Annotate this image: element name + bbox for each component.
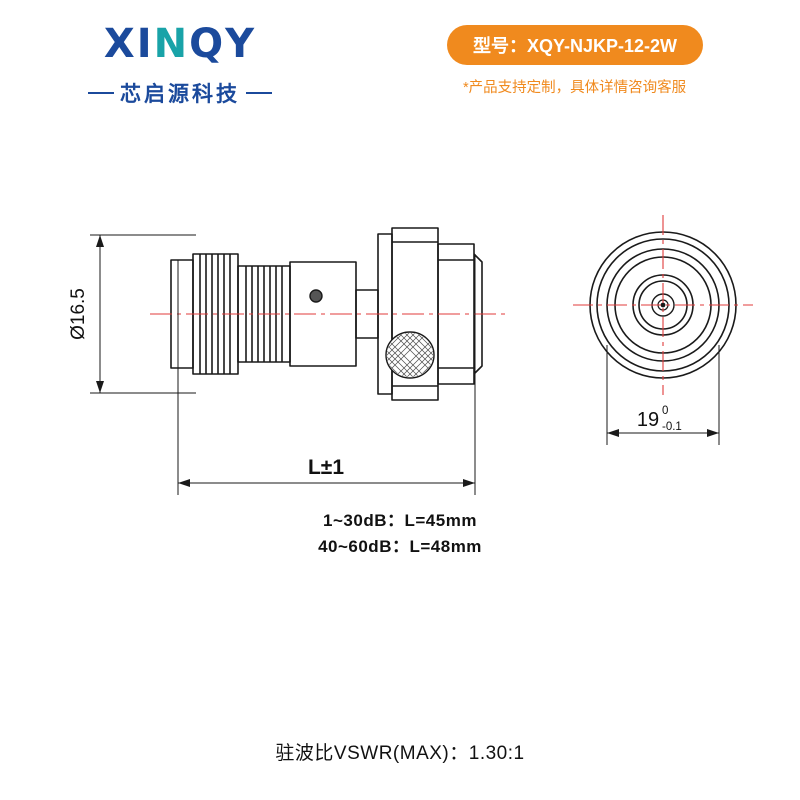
side-view-screw-detail xyxy=(309,289,323,303)
model-badge: 型号：XQY-NJKP-12-2W xyxy=(447,25,704,65)
width-tolerance-upper: 0 xyxy=(662,405,668,417)
logo-wordmark: XINQY xyxy=(60,24,300,64)
logo-rule-left xyxy=(88,92,114,94)
logo-wordmark-part2: N xyxy=(153,21,190,67)
spec-text-block: 1~30dB：L=45mm 40~60dB：L=48mm xyxy=(0,508,800,560)
logo-wordmark-part1: XI xyxy=(103,21,154,67)
spec-line-2: 40~60dB：L=48mm xyxy=(318,537,482,556)
front-view-center-pin xyxy=(660,302,666,308)
technical-drawing: Ø16.5 L±1 19 0 -0.1 xyxy=(0,150,800,570)
dimension-width xyxy=(606,345,720,445)
page-header: XINQY 芯启源科技 型号：XQY-NJKP-12-2W *产品支持定制，具体… xyxy=(0,0,800,130)
knurl-hatch xyxy=(387,333,433,377)
length-dimension-text: L±1 xyxy=(308,456,344,479)
connector-drawing-svg: Ø16.5 L±1 19 0 -0.1 xyxy=(68,215,753,495)
brand-logo: XINQY 芯启源科技 xyxy=(60,24,300,108)
vswr-footer: 驻波比VSWR(MAX)：1.30:1 xyxy=(275,743,525,764)
diameter-dimension-text: Ø16.5 xyxy=(68,288,89,340)
width-dimension-text: 19 xyxy=(637,409,659,431)
spec-line-1: 1~30dB：L=45mm xyxy=(323,511,477,530)
side-view-knurl-patch xyxy=(385,331,435,379)
dimension-length xyxy=(177,254,476,495)
logo-wordmark-part3: QY xyxy=(189,21,257,67)
front-view-centerlines xyxy=(573,215,753,395)
width-tolerance-lower: -0.1 xyxy=(662,421,682,433)
logo-rule-right xyxy=(246,92,272,94)
logo-subtitle-row: 芯启源科技 xyxy=(60,78,300,108)
customization-note: *产品支持定制，具体详情咨询客服 xyxy=(463,80,687,96)
logo-subtitle: 芯启源科技 xyxy=(120,82,240,106)
